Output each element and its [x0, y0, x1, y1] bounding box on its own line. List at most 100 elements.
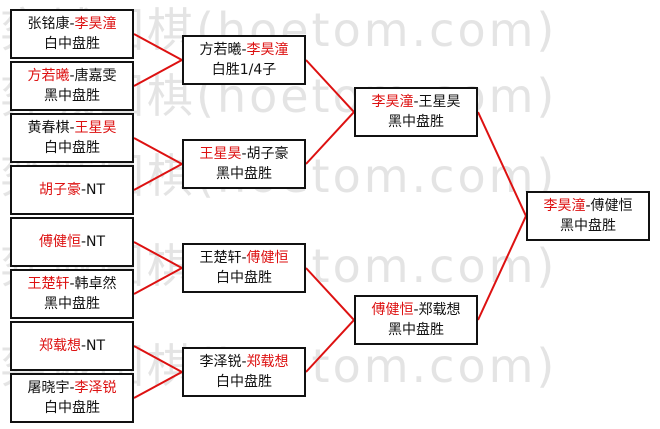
player-separator: - — [80, 338, 87, 354]
player-separator: - — [69, 120, 75, 136]
match-result: 白胜1/4子 — [211, 62, 277, 78]
player-name: 黄春棋 — [27, 120, 70, 136]
round1-match: 王楚轩-韩卓然黑中盘胜 — [10, 269, 134, 319]
player-name: 方若曦 — [199, 42, 242, 58]
match-players: 李泽锐-郑载想 — [199, 352, 288, 372]
player-separator: - — [413, 94, 419, 110]
match-players: 王星昊-胡子豪 — [199, 144, 288, 164]
player-name: 胡子豪 — [38, 182, 81, 198]
player-name: 韩卓然 — [74, 276, 117, 292]
player-separator: - — [69, 380, 75, 396]
bracket-connector — [133, 137, 183, 165]
bracket-connector — [477, 215, 527, 321]
bracket-connector — [305, 59, 355, 113]
match-result: 白中盘胜 — [44, 400, 100, 416]
round3-match: 傅健恒-郑载想黑中盘胜 — [354, 295, 478, 345]
player-name: 李泽锐 — [74, 380, 117, 396]
match-players: 李昊潼-傅健恒 — [543, 196, 632, 216]
match-result: 白中盘胜 — [216, 374, 272, 390]
round1-match: 郑载想-NT — [10, 321, 134, 371]
bracket-connector — [133, 59, 183, 87]
round2-match: 方若曦-李昊潼白胜1/4子 — [182, 35, 306, 85]
player-name: NT — [86, 234, 106, 250]
player-name: 方若曦 — [27, 68, 70, 84]
bracket-connector — [305, 319, 355, 373]
match-players: 胡子豪-NT — [39, 180, 105, 200]
match-players: 方若曦-李昊潼 — [199, 40, 288, 60]
player-name: 李泽锐 — [199, 354, 242, 370]
player-name: 郑载想 — [246, 354, 289, 370]
bracket-connector — [133, 267, 183, 295]
player-separator: - — [69, 68, 75, 84]
final-match: 李昊潼-傅健恒黑中盘胜 — [526, 191, 650, 241]
player-separator: - — [241, 354, 247, 370]
round2-match: 王楚轩-傅健恒白中盘胜 — [182, 243, 306, 293]
player-separator: - — [413, 302, 419, 318]
round1-match: 张铭康-李昊潼白中盘胜 — [10, 9, 134, 59]
match-players: 傅健恒-郑载想 — [371, 300, 460, 320]
player-separator: - — [80, 234, 87, 250]
bracket-connector — [133, 241, 183, 269]
player-name: 傅健恒 — [246, 250, 289, 266]
player-name: 胡子豪 — [246, 146, 289, 162]
bracket-connector — [133, 345, 183, 373]
player-name: 王星昊 — [74, 120, 117, 136]
match-players: 郑载想-NT — [39, 336, 105, 356]
match-result: 黑中盘胜 — [216, 166, 272, 182]
bracket-connector — [305, 111, 355, 165]
round2-match: 李泽锐-郑载想白中盘胜 — [182, 347, 306, 397]
player-separator: - — [80, 182, 87, 198]
player-name: 王楚轩 — [199, 250, 242, 266]
round1-match: 傅健恒-NT — [10, 217, 134, 267]
player-name: NT — [86, 182, 106, 198]
bracket-connector — [133, 163, 183, 191]
match-result: 白中盘胜 — [216, 270, 272, 286]
player-separator: - — [241, 250, 247, 266]
player-name: 李昊潼 — [74, 16, 117, 32]
match-players: 傅健恒-NT — [39, 232, 105, 252]
player-name: 张铭康 — [27, 16, 70, 32]
player-name: 李昊潼 — [543, 198, 586, 214]
player-name: 李昊潼 — [246, 42, 289, 58]
match-players: 王楚轩-傅健恒 — [199, 248, 288, 268]
bracket-connector — [477, 111, 527, 217]
player-name: 傅健恒 — [590, 198, 633, 214]
player-name: 傅健恒 — [371, 302, 414, 318]
player-name: 傅健恒 — [38, 234, 81, 250]
player-separator: - — [69, 16, 75, 32]
player-separator: - — [69, 276, 75, 292]
bracket-connector — [133, 33, 183, 61]
player-name: NT — [86, 338, 106, 354]
player-name: 李昊潼 — [371, 94, 414, 110]
player-name: 唐嘉雯 — [74, 68, 117, 84]
player-separator: - — [585, 198, 591, 214]
player-name: 郑载想 — [418, 302, 461, 318]
bracket-connector — [305, 267, 355, 321]
match-players: 屠晓宇-李泽锐 — [27, 378, 116, 398]
round2-match: 王星昊-胡子豪黑中盘胜 — [182, 139, 306, 189]
round1-match: 屠晓宇-李泽锐白中盘胜 — [10, 373, 134, 423]
match-players: 王楚轩-韩卓然 — [27, 274, 116, 294]
match-result: 白中盘胜 — [44, 140, 100, 156]
round1-match: 方若曦-唐嘉雯黑中盘胜 — [10, 61, 134, 111]
player-name: 屠晓宇 — [27, 380, 70, 396]
round1-match: 胡子豪-NT — [10, 165, 134, 215]
match-result: 黑中盘胜 — [44, 296, 100, 312]
match-result: 白中盘胜 — [44, 36, 100, 52]
player-name: 王星昊 — [199, 146, 242, 162]
match-result: 黑中盘胜 — [560, 218, 616, 234]
player-name: 王楚轩 — [27, 276, 70, 292]
match-result: 黑中盘胜 — [44, 88, 100, 104]
match-result: 黑中盘胜 — [388, 322, 444, 338]
match-players: 黄春棋-王星昊 — [27, 118, 116, 138]
round3-match: 李昊潼-王星昊黑中盘胜 — [354, 87, 478, 137]
round1-match: 黄春棋-王星昊白中盘胜 — [10, 113, 134, 163]
player-name: 王星昊 — [418, 94, 461, 110]
player-separator: - — [241, 42, 247, 58]
match-result: 黑中盘胜 — [388, 114, 444, 130]
bracket-connector — [133, 371, 183, 399]
match-players: 张铭康-李昊潼 — [27, 14, 116, 34]
player-separator: - — [241, 146, 247, 162]
match-players: 方若曦-唐嘉雯 — [27, 66, 116, 86]
